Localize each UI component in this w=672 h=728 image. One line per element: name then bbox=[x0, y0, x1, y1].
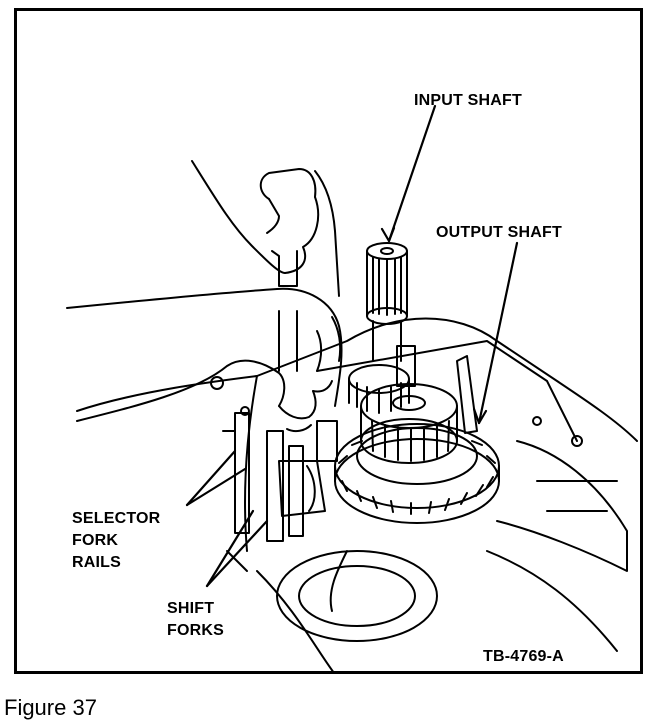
figure-frame: INPUT SHAFT OUTPUT SHAFT SELECTOR FORK R… bbox=[14, 8, 643, 674]
input-shaft bbox=[348, 242, 410, 414]
upper-hand bbox=[191, 160, 340, 372]
label-forks: FORKS bbox=[167, 622, 224, 639]
label-rails: RAILS bbox=[72, 554, 121, 571]
leader-lines bbox=[185, 104, 519, 588]
shift-forks bbox=[278, 345, 478, 517]
selector-fork-rails bbox=[222, 412, 304, 542]
output-shaft-gear bbox=[334, 423, 500, 524]
label-output-shaft: OUTPUT SHAFT bbox=[436, 224, 562, 241]
label-selector: SELECTOR bbox=[72, 510, 161, 527]
label-shift: SHIFT bbox=[167, 600, 215, 617]
figure-code: TB-4769-A bbox=[483, 648, 564, 665]
synchronizer-gear bbox=[360, 383, 458, 464]
figure-caption: Figure 37 bbox=[4, 695, 97, 720]
lower-hand bbox=[66, 287, 343, 433]
transmission-case bbox=[76, 317, 638, 671]
label-fork: FORK bbox=[72, 532, 119, 549]
transmission-illustration bbox=[66, 104, 638, 671]
label-input-shaft: INPUT SHAFT bbox=[414, 92, 522, 109]
